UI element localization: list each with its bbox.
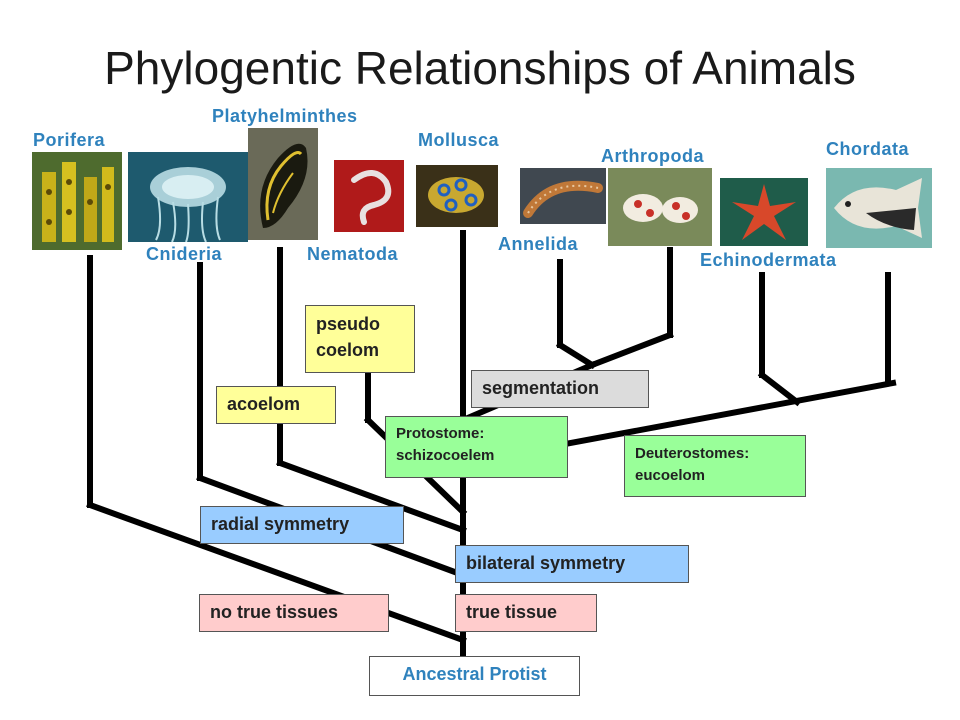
label-porifera: Porifera: [33, 130, 106, 150]
photo-arthropoda: [608, 168, 712, 246]
photo-porifera: [32, 152, 122, 250]
label-chordata: Chordata: [826, 139, 910, 159]
trait-deuterostome-line2: eucoelom: [635, 467, 706, 484]
trait-segmentation: segmentation: [471, 370, 649, 408]
photo-chordata: [826, 168, 932, 248]
label-annelida: Annelida: [498, 234, 579, 254]
trait-pseudocoelom: pseudo coelom: [305, 305, 415, 373]
label-mollusca: Mollusca: [418, 130, 500, 150]
label-arthropoda: Arthropoda: [601, 146, 704, 166]
branch-annelida-diag: [555, 340, 597, 370]
branch-porifera-diag: [86, 501, 467, 644]
branch-echino-diag: [757, 370, 802, 407]
label-cnideria: Cnideria: [146, 244, 223, 264]
trait-pseudocoelom-line2: coelom: [316, 340, 380, 360]
branch-arthropoda-diag: [588, 331, 674, 369]
photo-nematoda: [334, 160, 404, 232]
trait-deuterostome-line1: Deuterostomes:: [635, 445, 750, 462]
trait-no-true-tissues: no true tissues: [199, 594, 389, 632]
trait-protostome-line2: schizocoelem: [396, 447, 495, 464]
trait-bilateral-symmetry: bilateral symmetry: [455, 545, 689, 583]
photo-annelida: [520, 168, 606, 224]
trait-deuterostome: Deuterostomes: eucoelom: [624, 435, 806, 497]
photo-platyhelminthes: [248, 128, 318, 240]
trait-true-tissue: true tissue: [455, 594, 597, 632]
trait-protostome-line1: Protostome:: [396, 425, 485, 442]
label-platyhelminthes: Platyhelminthes: [212, 106, 358, 126]
branch-platy-diag: [276, 459, 467, 534]
label-nematoda: Nematoda: [307, 244, 399, 264]
page-title: Phylogentic Relationships of Animals: [104, 42, 856, 94]
photo-cnideria: [128, 152, 248, 242]
photo-mollusca: [416, 165, 498, 227]
trait-pseudocoelom-line1: pseudo: [316, 314, 381, 334]
trait-radial-symmetry: radial symmetry: [200, 506, 404, 544]
trait-acoelom: acoelom: [216, 386, 336, 424]
photo-echinodermata: [720, 178, 808, 246]
label-echinodermata: Echinodermata: [700, 250, 837, 270]
trait-protostome: Protostome: schizocoelem: [385, 416, 568, 478]
trait-ancestral-protist: Ancestral Protist: [369, 656, 580, 696]
